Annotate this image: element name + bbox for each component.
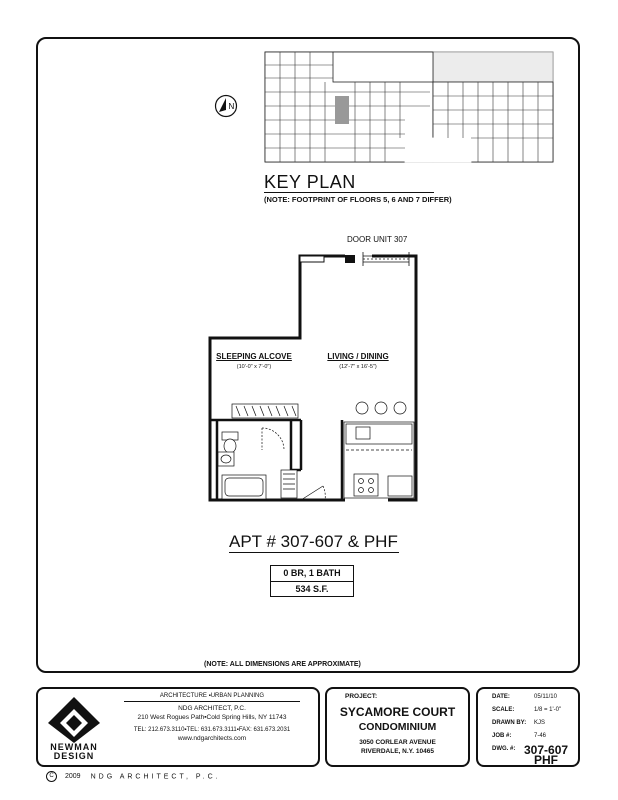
entry-door xyxy=(362,252,410,266)
drawing-info-block: DATE: 05/11/10 SCALE: 1/8 = 1'-0" DRAWN … xyxy=(476,687,580,767)
drawing-number-line-1: 307-607 xyxy=(524,743,569,757)
copyright-line: C 2009 NDG ARCHITECT, P.C. xyxy=(46,771,221,782)
firm-phone: TEL: 212.673.3110▪TEL: 631.673.3111▪FAX:… xyxy=(133,727,291,733)
date-value: 05/11/10 xyxy=(534,694,557,700)
logo-text: NEWMAN DESIGN xyxy=(44,743,104,761)
apartment-title-underline xyxy=(229,552,399,553)
drawn-by-value: KJS xyxy=(534,720,546,726)
scale-value: 1/8 = 1'-0" xyxy=(534,707,562,713)
drawing-number: 307-607 PHF xyxy=(524,743,569,767)
project-name-line-1: SYCAMORE COURT xyxy=(339,705,456,719)
firm-website[interactable]: www.ndgarchitects.com xyxy=(177,735,247,742)
compass-letter: N xyxy=(229,102,235,111)
project-label: PROJECT: xyxy=(345,693,378,700)
room-label-living-dining: LIVING / DINING xyxy=(327,352,389,361)
bathroom-fixtures xyxy=(217,431,298,500)
door-swings xyxy=(261,427,326,501)
unit-area: 534 S.F. xyxy=(271,581,353,597)
room-dims-living-dining: (12'-7" x 16'-5") xyxy=(339,364,377,370)
job-value: 7-46 xyxy=(534,733,547,739)
project-name-line-2: CONDOMINIUM xyxy=(358,721,437,733)
apartment-title: APT # 307-607 & PHF xyxy=(229,532,398,551)
job-label: JOB #: xyxy=(492,733,512,739)
north-arrow-icon: N xyxy=(214,94,238,118)
drawing-sheet-border xyxy=(36,37,580,673)
firm-title-block: NEWMAN DESIGN ARCHITECTURE ▪URBAN PLANNI… xyxy=(36,687,320,767)
project-address-line-1: 3050 CORLEAR AVENUE xyxy=(359,739,436,746)
room-label-sleeping-alcove: SLEEPING ALCOVE xyxy=(216,352,292,361)
key-plan-underline xyxy=(264,192,434,193)
project-address-line-2: RIVERDALE, N.Y. 10465 xyxy=(361,748,434,755)
copyright-firm: NDG ARCHITECT, P.C. xyxy=(90,773,221,781)
copyright-year: 2009 xyxy=(65,773,81,781)
firm-name: NDG ARCHITECT, P.C. xyxy=(178,705,246,712)
key-plan-note: (NOTE: FOOTPRINT OF FLOORS 5, 6 AND 7 DI… xyxy=(264,195,452,204)
drawing-number-line-2: PHF xyxy=(534,753,559,767)
copyright-symbol: C xyxy=(46,771,57,782)
firm-tagline: ARCHITECTURE ▪URBAN PLANNING xyxy=(159,693,265,699)
wall-column xyxy=(345,255,355,263)
key-plan-title: KEY PLAN xyxy=(264,172,356,192)
dimensions-note: (NOTE: ALL DIMENSIONS ARE APPROXIMATE) xyxy=(204,661,361,668)
firm-address: 210 West Rogues Path▪Cold Spring Hills, … xyxy=(137,714,287,721)
firm-divider xyxy=(124,701,300,702)
room-dims-sleeping-alcove: (10'-0" x 7'-0") xyxy=(236,364,272,370)
logo-line-1: NEWMAN xyxy=(50,742,98,752)
drawing-number-label: DWG. #: xyxy=(492,746,516,752)
scale-label: SCALE: xyxy=(492,707,515,713)
firm-info: ARCHITECTURE ▪URBAN PLANNING NDG ARCHITE… xyxy=(112,691,312,742)
closet xyxy=(231,403,299,419)
kitchen xyxy=(343,401,415,499)
key-plan-unit-highlight xyxy=(335,96,349,124)
drawn-by-label: DRAWN BY: xyxy=(492,720,527,726)
unit-info-box: 0 BR, 1 BATH 534 S.F. xyxy=(270,565,354,597)
door-label: DOOR UNIT 307 xyxy=(347,235,408,244)
newman-design-logo xyxy=(48,697,100,743)
date-label: DATE: xyxy=(492,694,510,700)
bedroom-bath-count: 0 BR, 1 BATH xyxy=(283,568,341,578)
project-title-block: PROJECT: SYCAMORE COURT CONDOMINIUM 3050… xyxy=(325,687,470,767)
logo-line-2: DESIGN xyxy=(53,751,95,761)
